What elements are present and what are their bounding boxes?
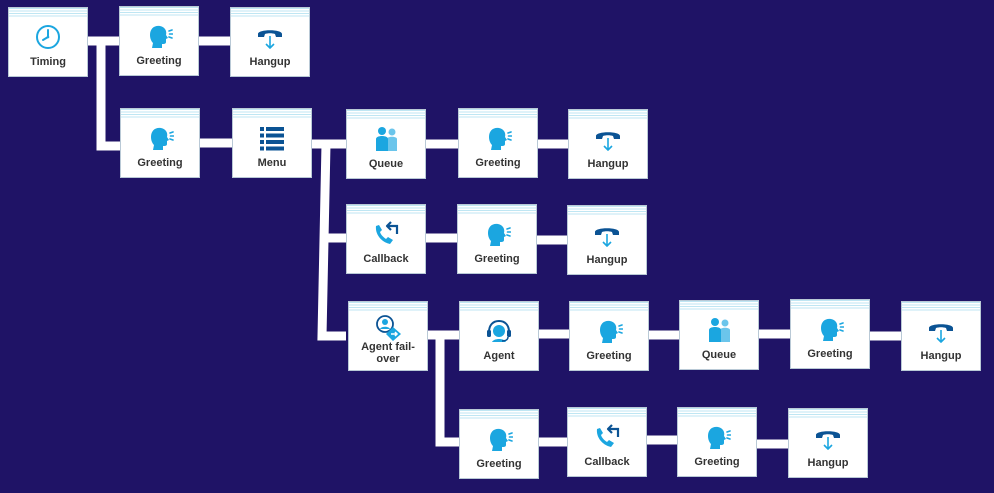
speaking-head-icon (595, 317, 623, 345)
node-header-stripes (791, 300, 869, 310)
node-header-stripes (231, 8, 309, 18)
speaking-head-icon (816, 315, 844, 343)
node-hangup-top[interactable]: Hangup (230, 7, 310, 77)
callback-phone-icon (372, 220, 400, 248)
node-label: Greeting (137, 157, 183, 169)
speaking-head-icon (483, 220, 511, 248)
queue-people-icon (372, 125, 400, 153)
node-hangup-q1[interactable]: Hangup (568, 109, 648, 179)
node-agent[interactable]: Agent (459, 301, 539, 371)
hangup-phone-icon (594, 125, 622, 153)
node-label: Timing (30, 56, 66, 68)
node-greeting-top[interactable]: Greeting (119, 6, 199, 76)
node-header-stripes (789, 409, 867, 419)
node-header-stripes (570, 302, 648, 312)
queue-people-icon (705, 316, 733, 344)
node-label: Hangup (249, 56, 291, 68)
node-callback-2[interactable]: Callback (567, 407, 647, 477)
node-label: Agent fail-over (361, 341, 415, 365)
node-label: Greeting (694, 456, 740, 468)
node-header-stripes (347, 205, 425, 215)
node-header-stripes (569, 110, 647, 120)
node-header-stripes (458, 205, 536, 215)
menu-list-icon (258, 124, 286, 152)
agent-failover-icon (374, 314, 402, 342)
node-queue-1[interactable]: Queue (346, 109, 426, 179)
node-label: Callback (584, 456, 630, 468)
hangup-phone-icon (593, 221, 621, 249)
node-greeting-cb2[interactable]: Greeting (677, 407, 757, 477)
node-label: Hangup (920, 350, 962, 362)
hangup-phone-icon (814, 424, 842, 452)
node-label: Agent (483, 350, 515, 362)
node-header-stripes (460, 410, 538, 420)
node-header-stripes (568, 206, 646, 216)
node-header-stripes (459, 109, 537, 119)
node-label: Callback (363, 253, 409, 265)
node-label: Menu (257, 157, 287, 169)
node-header-stripes (349, 302, 427, 312)
node-timing[interactable]: Timing (8, 7, 88, 77)
node-label: Greeting (586, 350, 632, 362)
node-label: Queue (368, 158, 404, 170)
node-greeting-q2[interactable]: Greeting (790, 299, 870, 369)
speaking-head-icon (703, 423, 731, 451)
node-greeting-fo[interactable]: Greeting (459, 409, 539, 479)
node-header-stripes (678, 408, 756, 418)
node-menu[interactable]: Menu (232, 108, 312, 178)
speaking-head-icon (485, 425, 513, 453)
clock-icon (34, 23, 62, 51)
node-label: Queue (701, 349, 737, 361)
node-callback-1[interactable]: Callback (346, 204, 426, 274)
headset-agent-icon (485, 317, 513, 345)
node-hangup-cb1[interactable]: Hangup (567, 205, 647, 275)
node-label: Hangup (586, 254, 628, 266)
node-label: Hangup (807, 457, 849, 469)
hangup-phone-icon (927, 317, 955, 345)
node-greeting-ag[interactable]: Greeting (569, 301, 649, 371)
node-header-stripes (9, 8, 87, 18)
node-hangup-cb2[interactable]: Hangup (788, 408, 868, 478)
node-label: Greeting (807, 348, 853, 360)
node-header-stripes (680, 301, 758, 311)
node-header-stripes (121, 109, 199, 119)
node-greeting-q1[interactable]: Greeting (458, 108, 538, 178)
wire-timing-greeting-main (96, 41, 120, 151)
wire-failover-down (435, 335, 459, 447)
node-agent-failover[interactable]: Agent fail-over (348, 301, 428, 371)
node-header-stripes (347, 110, 425, 120)
node-greeting-cb1[interactable]: Greeting (457, 204, 537, 274)
speaking-head-icon (146, 124, 174, 152)
node-queue-2[interactable]: Queue (679, 300, 759, 370)
node-header-stripes (568, 408, 646, 418)
node-label: Greeting (136, 55, 182, 67)
node-hangup-q2[interactable]: Hangup (901, 301, 981, 371)
node-header-stripes (902, 302, 980, 312)
wire-menu-trunk (317, 143, 346, 341)
speaking-head-icon (484, 124, 512, 152)
node-label: Hangup (587, 158, 629, 170)
node-header-stripes (460, 302, 538, 312)
node-greeting-main[interactable]: Greeting (120, 108, 200, 178)
node-header-stripes (233, 109, 311, 119)
callback-phone-icon (593, 423, 621, 451)
hangup-phone-icon (256, 23, 284, 51)
node-label: Greeting (474, 253, 520, 265)
speaking-head-icon (145, 22, 173, 50)
node-label: Greeting (476, 458, 522, 470)
node-label: Greeting (475, 157, 521, 169)
node-header-stripes (120, 7, 198, 17)
